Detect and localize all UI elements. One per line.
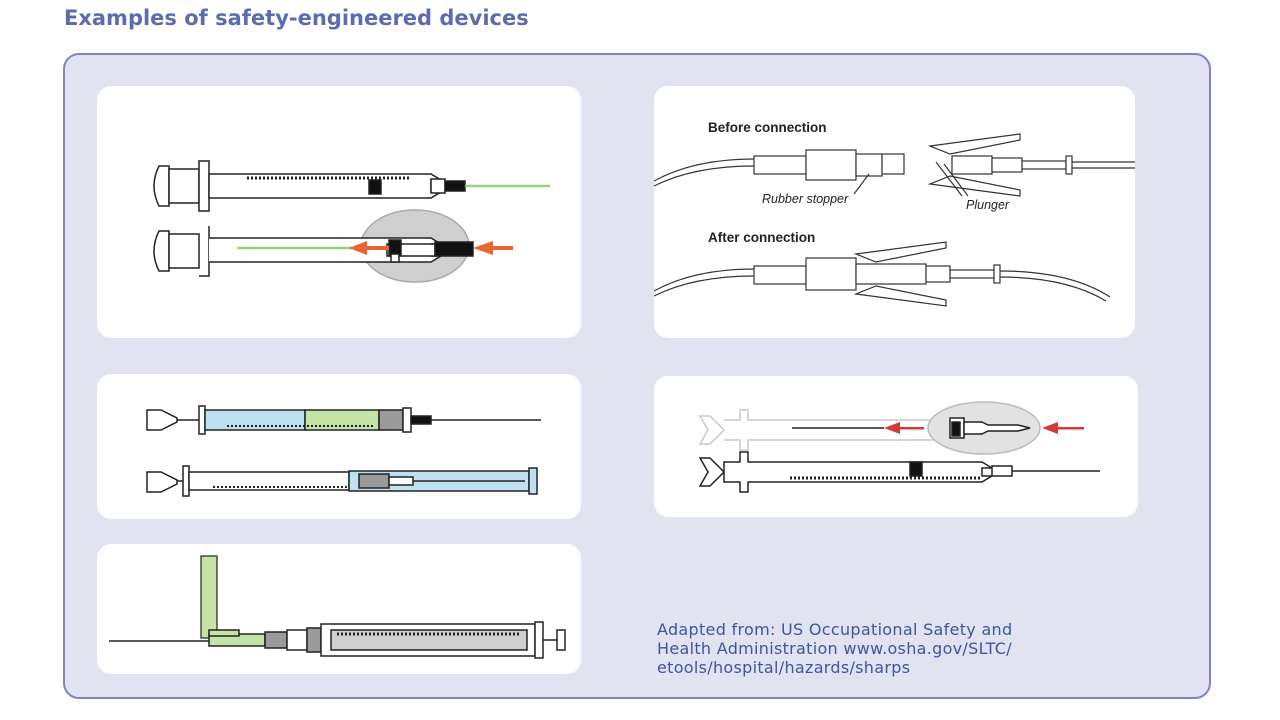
sheath-syringe-bottom: [146, 465, 538, 497]
syringe-bottom: [153, 226, 474, 277]
source-line-1: Adapted from: US Occupational Safety and: [657, 620, 1013, 639]
red-arrow-left: [884, 422, 924, 434]
arrow-right: [473, 241, 513, 255]
page-title: Examples of safety-engineered devices: [64, 6, 529, 30]
hinged-shield: [200, 555, 218, 639]
after-connection-label: After connection: [708, 230, 816, 245]
active-syringe: [698, 451, 1100, 493]
before-connection-label: Before connection: [708, 120, 827, 135]
after-connection-drawing: [654, 241, 1111, 307]
source-line-3: etools/hospital/hazards/sharps: [657, 658, 911, 677]
panel-hinged-shield-syringe: [97, 544, 581, 674]
syringe-top: [153, 160, 466, 212]
panel-sliding-sheath-syringe: [97, 374, 581, 519]
plunger-label: Plunger: [966, 198, 1010, 212]
sliding-sheath-illustration: [146, 405, 541, 497]
panel-retracted-syringe: [654, 376, 1138, 517]
source-citation: Adapted from: US Occupational Safety and…: [657, 620, 1177, 677]
source-line-2: Health Administration www.osha.gov/SLTC/: [657, 639, 1012, 658]
faded-syringe: [698, 409, 948, 451]
sheath-syringe-top: [146, 405, 541, 435]
arrow-left: [349, 241, 389, 255]
red-arrow-right: [1042, 422, 1084, 434]
hinged-shield-illustration: [109, 555, 566, 659]
needle-tip-detail: [949, 417, 1031, 439]
rubber-stopper-label: Rubber stopper: [762, 192, 849, 206]
panel-needleless-connector: Before connection Rubber stopper Plunger…: [654, 86, 1135, 338]
connector-illustration: [654, 133, 1135, 307]
retracted-syringe-illustration: [698, 401, 1100, 493]
panel-retractable-syringe: [97, 86, 581, 338]
retractable-syringe-illustration: [153, 160, 550, 283]
before-connection-drawing: [654, 133, 1135, 197]
shield-syringe-body: [208, 621, 566, 659]
